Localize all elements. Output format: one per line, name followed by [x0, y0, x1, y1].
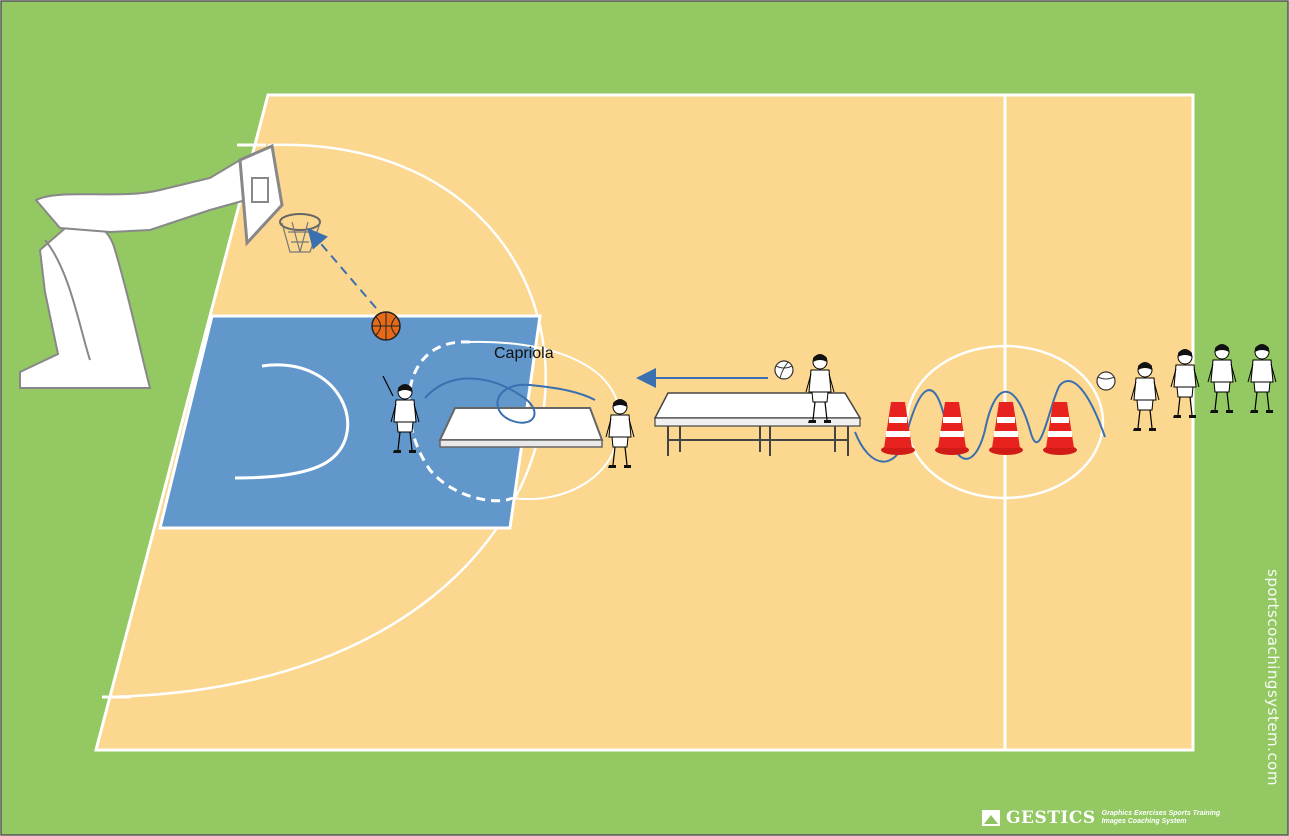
watermark-text: sportscoachingsystem.com — [1258, 555, 1288, 800]
brand-tagline-line1: Graphics Exercises Sports Training — [1102, 810, 1221, 817]
brand-name: GESTICS — [1006, 808, 1096, 828]
mountain-logo-icon — [982, 810, 1000, 826]
brand-tagline: Graphics Exercises Sports Training Image… — [1102, 810, 1242, 826]
volleyball-icon — [775, 361, 793, 379]
volleyball-icon — [1097, 372, 1115, 390]
drill-label: Capriola — [494, 345, 554, 362]
basketball-icon — [372, 312, 400, 340]
mat-icon — [440, 408, 602, 447]
brand-tagline-line2: Images Coaching System — [1102, 818, 1187, 825]
brand-mark: GESTICS Graphics Exercises Sports Traini… — [982, 806, 1242, 830]
